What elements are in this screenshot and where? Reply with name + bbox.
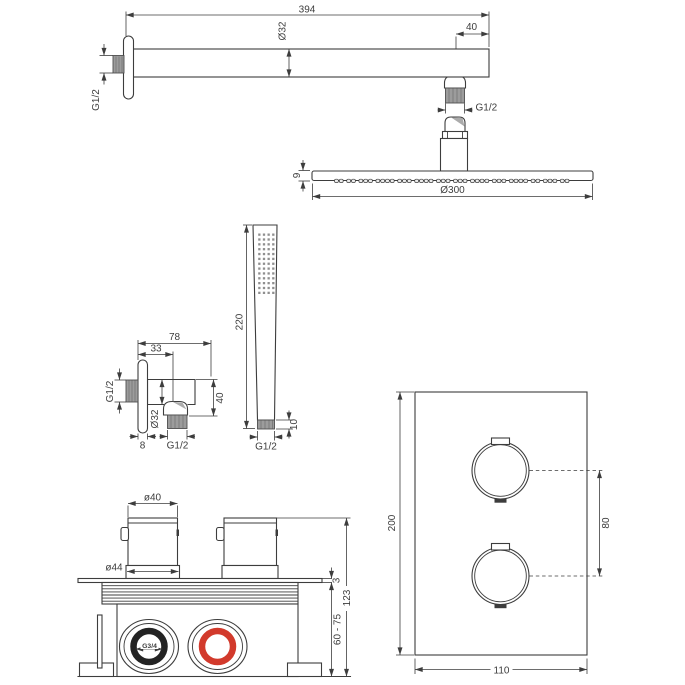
dim-hand-thread: G1/2 (255, 442, 277, 453)
elbow-outlet-dome (162, 400, 189, 416)
outlet-elbow-dimensions: 78 33 G1/2 Ø32 40 8 (105, 332, 226, 452)
faceplate-handle-top-tab (490, 437, 511, 446)
dim-elbow-projection: 78 (169, 332, 181, 343)
elbow-wall-flange (137, 359, 149, 434)
outlet-elbow-drawing: 78 33 G1/2 Ø32 40 8 (105, 332, 226, 452)
faceplate-panel (414, 391, 588, 656)
hand-shower-spray-dots (258, 233, 275, 294)
dim-elbow-flange-width: 8 (140, 441, 146, 452)
elbow-outlet-thread (167, 414, 188, 429)
dim-arm-tube-diameter: Ø32 (278, 21, 289, 40)
dim-valve-base-diameter: ø44 (105, 563, 123, 574)
dim-elbow-wall-thread: G1/2 (105, 380, 116, 402)
valve-body-dimensions: ø40 ø44 3 60 - 75 123 (105, 493, 353, 677)
dim-faceplate-handle-spacing: 80 (601, 517, 612, 529)
valve-port-hot (187, 618, 248, 675)
arm-outlet-dome (443, 75, 467, 89)
dim-valve-knob-diameter: ø40 (144, 493, 162, 504)
valve-foot-left (78, 662, 115, 678)
head-nut (441, 130, 469, 140)
dim-arm-length: 394 (299, 5, 316, 16)
dim-elbow-outlet-offset: 33 (150, 344, 162, 355)
dim-hand-length: 220 (235, 313, 246, 330)
dim-valve-plate-thickness: 3 (332, 577, 343, 583)
hand-shower-thread (257, 419, 275, 430)
dim-elbow-drop-height: 40 (215, 392, 226, 404)
dim-valve-total-height: 123 (342, 589, 353, 606)
valve-fixing-rod (96, 614, 103, 669)
hand-shower-dimensions: 220 10 G1/2 (235, 224, 300, 453)
valve-port-black-ring (130, 627, 168, 666)
dim-hand-connector-height: 10 (289, 419, 300, 431)
head-connector-cylinder (439, 137, 469, 172)
valve-knob-right-base (221, 564, 279, 580)
head-plate (311, 170, 594, 182)
dim-faceplate-width: 110 (494, 666, 510, 677)
shower-arm-drawing: 394 Ø32 40 G1/2 G1/2 (91, 5, 498, 114)
dim-elbow-body-diameter: Ø32 (150, 409, 161, 428)
faceplate-handle-top (471, 437, 530, 503)
dim-head-diameter: Ø300 (440, 185, 465, 196)
faceplate-handle-bottom-tab (490, 542, 511, 551)
arm-wall-flange (122, 35, 135, 100)
valve-port-red-ring (198, 627, 237, 666)
valve-knob-left-clip (120, 526, 130, 542)
shower-head-dimensions: 9 Ø300 (292, 160, 593, 200)
valve-faceplate-drawing: 200 110 80 (387, 391, 612, 677)
valve-knob-left (127, 517, 179, 567)
dim-faceplate-height: 200 (387, 514, 398, 531)
dim-valve-inlet-thread: G3/4 (142, 643, 157, 650)
valve-faceplate-dimensions: 200 110 80 (387, 391, 612, 677)
dim-arm-outlet-thread: G1/2 (476, 103, 498, 114)
valve-port-cold: G3/4 (118, 618, 180, 675)
valve-knob-right-clip (215, 526, 225, 542)
shower-arm-dimensions: 394 Ø32 40 G1/2 G1/2 (91, 5, 498, 114)
dim-valve-depth-range: 60 - 75 (333, 613, 344, 645)
head-nozzles (334, 178, 570, 183)
dim-arm-end-offset: 40 (466, 22, 478, 33)
arm-tube (132, 48, 490, 78)
arm-wall-thread (112, 55, 125, 74)
valve-knob-left-base (125, 564, 181, 580)
dim-elbow-outlet-thread: G1/2 (167, 441, 189, 452)
valve-body-drawing: G3/4 ø40 ø44 3 60 - 75 (77, 493, 353, 678)
valve-knob-right (223, 517, 278, 567)
valve-foot-right (286, 662, 323, 678)
valve-mounting-plate (77, 577, 323, 584)
faceplate-handle-bottom (471, 542, 530, 609)
dim-arm-wall-thread: G1/2 (91, 89, 102, 111)
arm-outlet-thread (445, 87, 465, 104)
shower-head-drawing: 9 Ø300 (292, 116, 594, 200)
hand-shower-drawing: 220 10 G1/2 (235, 224, 300, 453)
elbow-body (146, 378, 196, 406)
dim-head-thickness: 9 (292, 172, 303, 178)
